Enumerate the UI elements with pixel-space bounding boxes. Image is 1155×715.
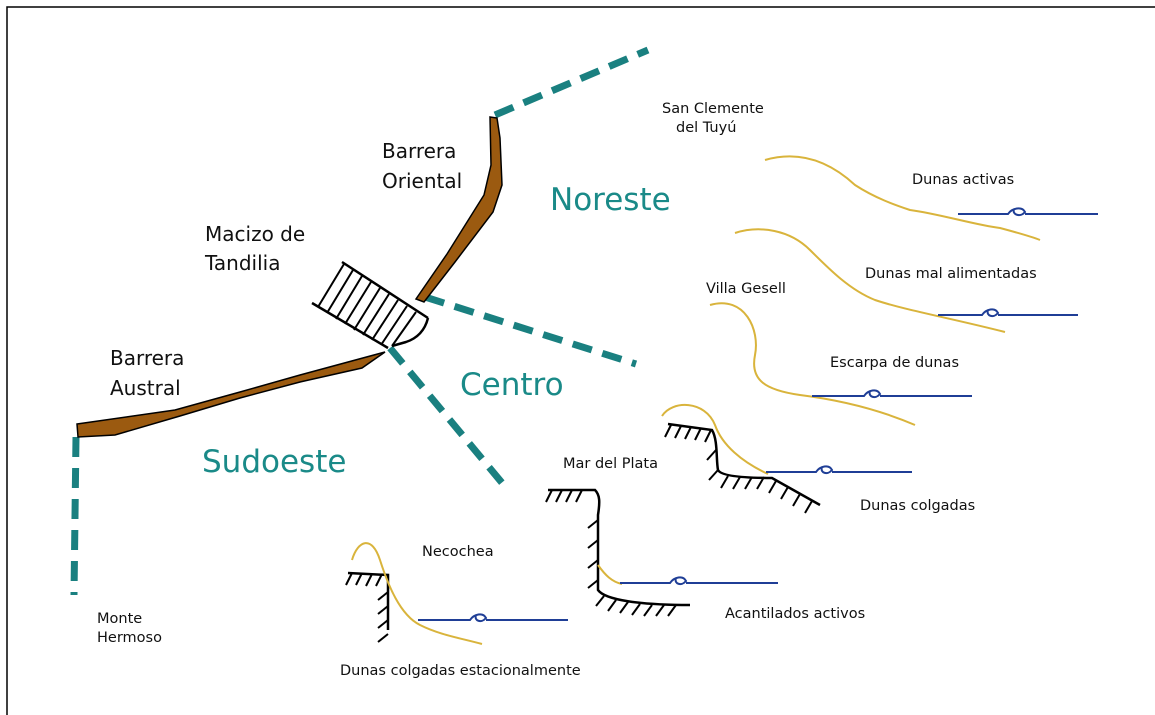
- label-villa-gesell: Villa Gesell: [706, 281, 786, 297]
- label-dunas-colgadas-estacionalmente: Dunas colgadas estacionalmente: [340, 663, 581, 679]
- label-necochea: Necochea: [422, 544, 494, 560]
- label-acantilados-activos: Acantilados activos: [725, 606, 865, 622]
- boundary-north: [493, 46, 650, 119]
- region-centro: Centro: [460, 367, 564, 403]
- diagram-frame: [6, 6, 1155, 715]
- label-dunas-colgadas: Dunas colgadas: [860, 498, 975, 514]
- profile-escarpa-dunas: Escarpa de dunas: [709, 302, 972, 426]
- profile-dunas-mal-alimentadas: Dunas mal alimentadas: [734, 228, 1078, 333]
- label-dunas-mal-alimentadas: Dunas mal alimentadas: [865, 266, 1037, 282]
- profile-dunas-colgadas-estacionalmente: Dunas colgadas estacionalmente: [340, 542, 581, 679]
- barrera-oriental-band: [414, 116, 503, 303]
- label-san-clemente-2: del Tuyú: [676, 120, 736, 136]
- label-macizo-1: Macizo de: [205, 222, 305, 246]
- region-sudoeste: Sudoeste: [202, 444, 346, 480]
- label-san-clemente-1: San Clemente: [662, 101, 764, 117]
- region-noreste: Noreste: [550, 182, 671, 218]
- boundary-southwest: [70, 436, 80, 596]
- boundary-noreste-centro: [423, 293, 638, 368]
- label-barrera-oriental-1: Barrera: [382, 139, 456, 163]
- label-monte-hermoso-1: Monte: [97, 611, 142, 627]
- profile-acantilados-activos: Acantilados activos: [545, 488, 865, 622]
- barrera-austral-band: [76, 351, 386, 438]
- label-dunas-activas: Dunas activas: [912, 172, 1014, 188]
- label-barrera-austral-2: Austral: [110, 376, 181, 400]
- tandilia-hatch: [311, 260, 430, 350]
- label-monte-hermoso-2: Hermoso: [97, 630, 162, 646]
- profile-dunas-activas: Dunas activas: [764, 155, 1098, 241]
- profile-dunas-colgadas: Dunas colgadas: [661, 403, 975, 514]
- label-escarpa-dunas: Escarpa de dunas: [830, 355, 959, 371]
- label-mar-del-plata: Mar del Plata: [563, 456, 658, 472]
- label-macizo-2: Tandilia: [204, 251, 280, 275]
- label-barrera-austral-1: Barrera: [110, 346, 184, 370]
- label-barrera-oriental-2: Oriental: [382, 169, 462, 193]
